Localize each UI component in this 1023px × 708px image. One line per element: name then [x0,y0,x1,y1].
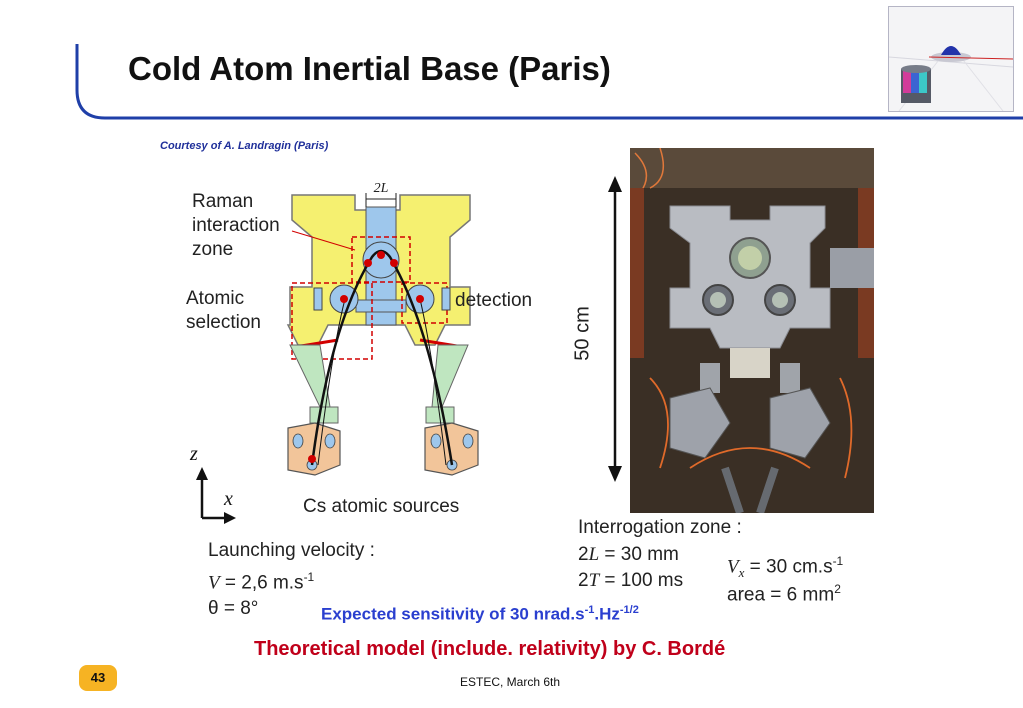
label-detection: detection [455,290,533,311]
launch-velocity: V = 2,6 m.s-1 [208,570,315,594]
label-50cm: 50 cm [571,306,594,361]
label-2l: 2L [374,181,389,196]
launch-angle: θ = 8° [208,598,259,620]
label-raman-zone: Raman interaction zone [192,191,280,260]
interferometer-area: area = 6 mm2 [727,582,841,606]
slide-title: Cold Atom Inertial Base (Paris) [128,50,611,87]
header-thumbnail [888,6,1014,112]
axis-z-label: z [189,443,198,465]
raman-window [362,241,400,279]
expected-sensitivity: Expected sensitivity of 30 nrad.s-1.Hz-1… [321,604,639,624]
apparatus-photo [630,148,874,513]
interrogation-time: 2T = 100 ms [578,570,684,591]
courtesy-credit: Courtesy of A. Landragin (Paris) [160,140,329,152]
raman-zone-box [351,236,411,283]
height-marker [608,176,622,482]
launch-params: Launching velocity : V = 2,6 m.s-1 θ = 8… [208,538,375,622]
label-atomic-selection: Atomic selection [186,288,261,333]
page-number-badge: 43 [79,665,117,691]
interrogation-title: Interrogation zone : [578,517,742,538]
launch-title: Launching velocity : [208,540,375,561]
interrogation-length: 2L = 30 mm [578,544,679,565]
footer-text: ESTEC, March 6th [460,675,561,689]
axis-x-label: x [223,488,233,510]
apparatus-diagram: 2L z x [189,181,479,524]
theoretical-model-note: Theoretical model (include. relativity) … [254,638,726,660]
transverse-velocity: Vx = 30 cm.s-1 [727,554,844,581]
label-cs-sources: Cs atomic sources [303,496,460,517]
